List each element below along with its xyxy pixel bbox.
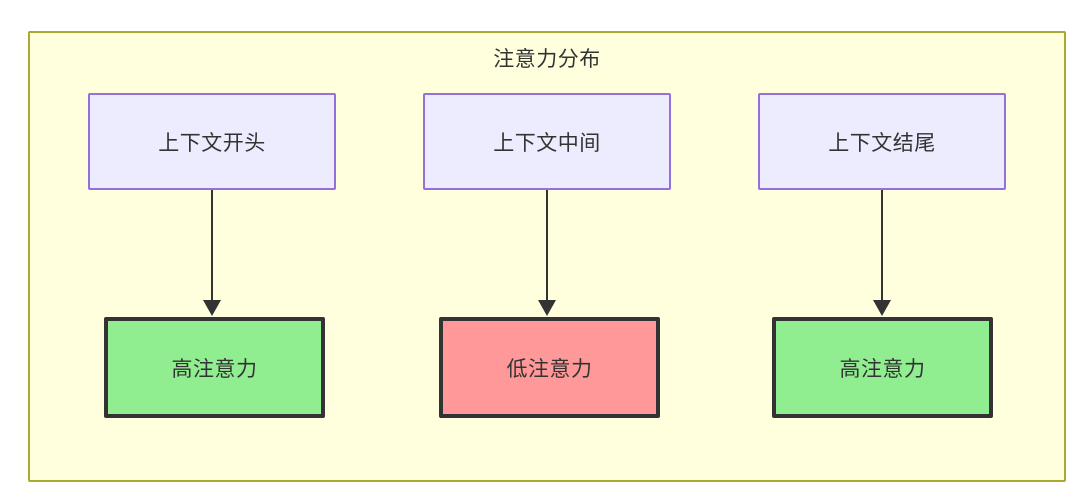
node-context-start-label: 上下文开头	[158, 131, 266, 155]
node-attention-low-middle-label: 低注意力	[506, 357, 593, 381]
node-context-start[interactable]: 上下文开头	[88, 93, 336, 190]
node-context-end[interactable]: 上下文结尾	[758, 93, 1006, 190]
node-attention-high-start-label: 高注意力	[171, 357, 258, 381]
node-context-end-label: 上下文结尾	[828, 131, 936, 155]
node-context-middle-label: 上下文中间	[493, 131, 601, 155]
node-attention-high-start[interactable]: 高注意力	[104, 317, 325, 418]
subgraph-title: 注意力分布	[493, 48, 601, 71]
node-context-middle[interactable]: 上下文中间	[423, 93, 671, 190]
node-attention-high-end-label: 高注意力	[839, 357, 926, 381]
node-attention-low-middle[interactable]: 低注意力	[439, 317, 660, 418]
node-attention-high-end[interactable]: 高注意力	[772, 317, 993, 418]
